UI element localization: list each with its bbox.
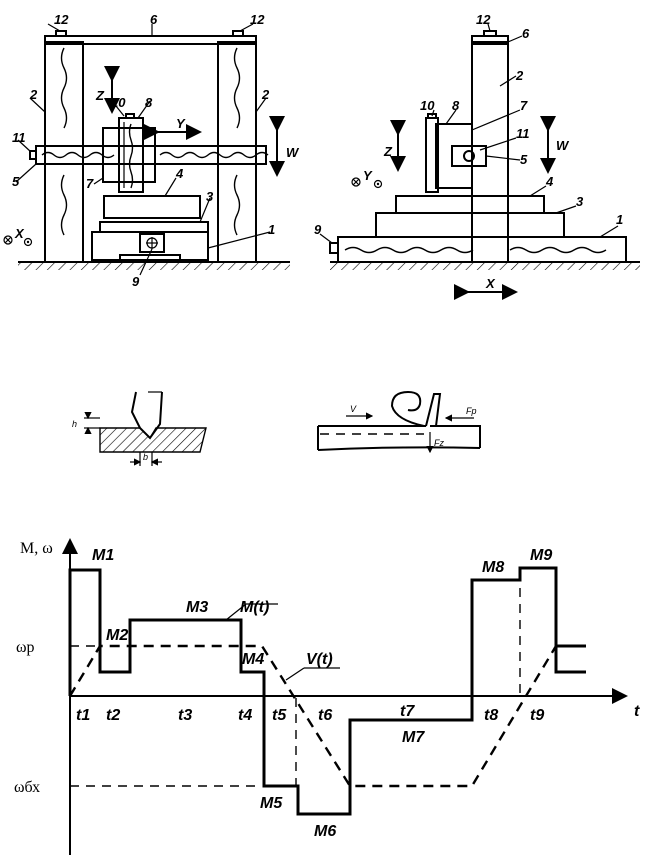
front-label-2a: 2 (29, 87, 38, 102)
side-axis-x-label: X (485, 276, 496, 291)
front-label-6: 6 (150, 12, 158, 27)
tool-label-b: b (143, 452, 148, 462)
front-label-9: 9 (132, 274, 140, 289)
chart-xlabel: t (634, 703, 640, 720)
front-label-12b: 12 (250, 12, 265, 27)
front-label-4: 4 (175, 166, 184, 181)
side-label-9: 9 (314, 222, 322, 237)
moment-label-m2: M2 (106, 627, 128, 644)
side-label-z: Z (383, 144, 393, 159)
moment-label-m3: M3 (186, 599, 208, 616)
side-label-11: 11 (516, 126, 530, 141)
timing-chart: M, ω t ωp ωбх M(t) V(t) M1 M2 M3 M4 M5 M… (14, 538, 640, 855)
interval-label-t6: t6 (318, 707, 332, 724)
moment-label-m6: M6 (314, 823, 336, 840)
series-label-v-t: V(t) (306, 651, 333, 668)
front-label-5: 5 (12, 174, 20, 189)
chip-label-fp: Fp (466, 406, 477, 416)
tool-label-h: h (72, 419, 77, 429)
interval-label-t8: t8 (484, 707, 498, 724)
series-label-m-t: M(t) (240, 599, 269, 616)
chart-ylabel: M, ω (20, 540, 53, 557)
side-label-6: 6 (522, 26, 530, 41)
front-view-labels: 12 6 12 2 2 10 8 Z Y W 11 5 7 4 3 1 9 X (3, 12, 300, 289)
chip-formation-sketch: V Fp Fz (317, 390, 481, 454)
moment-label-m7: M7 (402, 729, 425, 746)
side-label-10: 10 (420, 98, 435, 113)
front-label-7: 7 (86, 176, 94, 191)
interval-label-t9: t9 (530, 707, 544, 724)
side-axis-y-label: Y (363, 168, 373, 183)
front-axis-x-indicator: X (3, 226, 33, 247)
moment-label-m5: M5 (260, 795, 283, 812)
side-label-1: 1 (616, 212, 623, 227)
side-label-5: 5 (520, 152, 528, 167)
tick-omega-bx: ωбх (14, 779, 40, 796)
front-label-3: 3 (206, 189, 214, 204)
side-label-12: 12 (476, 12, 491, 27)
moment-label-m4: M4 (242, 651, 264, 668)
chip-label-v: V (350, 404, 357, 414)
front-label-10: 10 (111, 95, 126, 110)
interval-label-t1: t1 (76, 707, 90, 724)
cutting-tool-sketch: h b (72, 391, 207, 466)
side-label-3: 3 (576, 194, 584, 209)
interval-label-t5: t5 (272, 707, 287, 724)
front-label-2b: 2 (261, 87, 270, 102)
front-label-z: Z (95, 88, 105, 103)
front-label-1: 1 (268, 222, 275, 237)
side-label-7: 7 (520, 98, 528, 113)
interval-label-t4: t4 (238, 707, 252, 724)
front-label-y: Y (176, 116, 186, 131)
front-label-11: 11 (12, 130, 26, 145)
interval-label-t7: t7 (400, 703, 415, 720)
interval-label-t3: t3 (178, 707, 192, 724)
moment-label-m9: M9 (530, 547, 552, 564)
tick-omega-p: ωp (16, 639, 35, 656)
front-label-12a: 12 (54, 12, 69, 27)
front-label-8: 8 (145, 95, 153, 110)
side-axis-y-indicator: Y (351, 168, 383, 189)
front-label-w: W (286, 145, 300, 160)
front-axis-x-label: X (14, 226, 25, 241)
series-m-t (68, 566, 586, 816)
side-label-4: 4 (545, 174, 554, 189)
side-label-8: 8 (452, 98, 460, 113)
moment-label-m8: M8 (482, 559, 504, 576)
moment-label-m1: M1 (92, 547, 114, 564)
side-view-machine (319, 23, 640, 300)
front-view-machine (15, 23, 290, 276)
chip-label-fz: Fz (434, 438, 444, 448)
side-label-w: W (556, 138, 570, 153)
interval-label-t2: t2 (106, 707, 120, 724)
side-label-2: 2 (515, 68, 524, 83)
side-view-labels: 12 6 2 10 8 7 Z 11 5 W 4 3 1 9 Y X (314, 12, 623, 291)
